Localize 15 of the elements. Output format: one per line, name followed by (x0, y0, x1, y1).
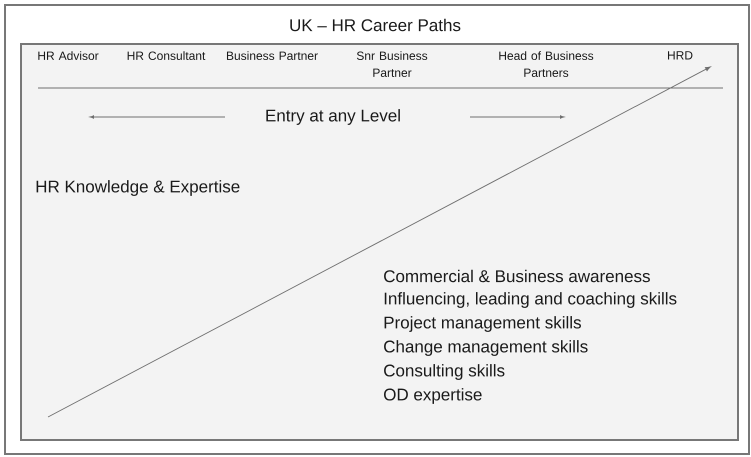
title: UK – HR Career Paths (290, 18, 460, 32)
column-header: HR Advisor (38, 51, 98, 60)
skill-text: HR Knowledge & Expertise (36, 180, 240, 196)
skill-text: Consulting skills (384, 364, 504, 380)
column-header: HRD (668, 51, 692, 60)
skill-text: Influencing, leading and coaching skills (384, 292, 676, 308)
skill-text: Change management skills (384, 340, 588, 356)
entry-label: Entry at any Level (262, 107, 404, 127)
skill-text: Commercial & Business awareness (384, 270, 650, 282)
column-header: Head of Business Partners (499, 51, 594, 77)
skill-text: OD expertise (384, 388, 482, 404)
column-header: Snr Business Partner (356, 51, 428, 77)
skill-text: Project management skills (384, 316, 581, 332)
column-header: HR Consultant (128, 51, 206, 60)
column-header: Business Partner (226, 51, 318, 60)
